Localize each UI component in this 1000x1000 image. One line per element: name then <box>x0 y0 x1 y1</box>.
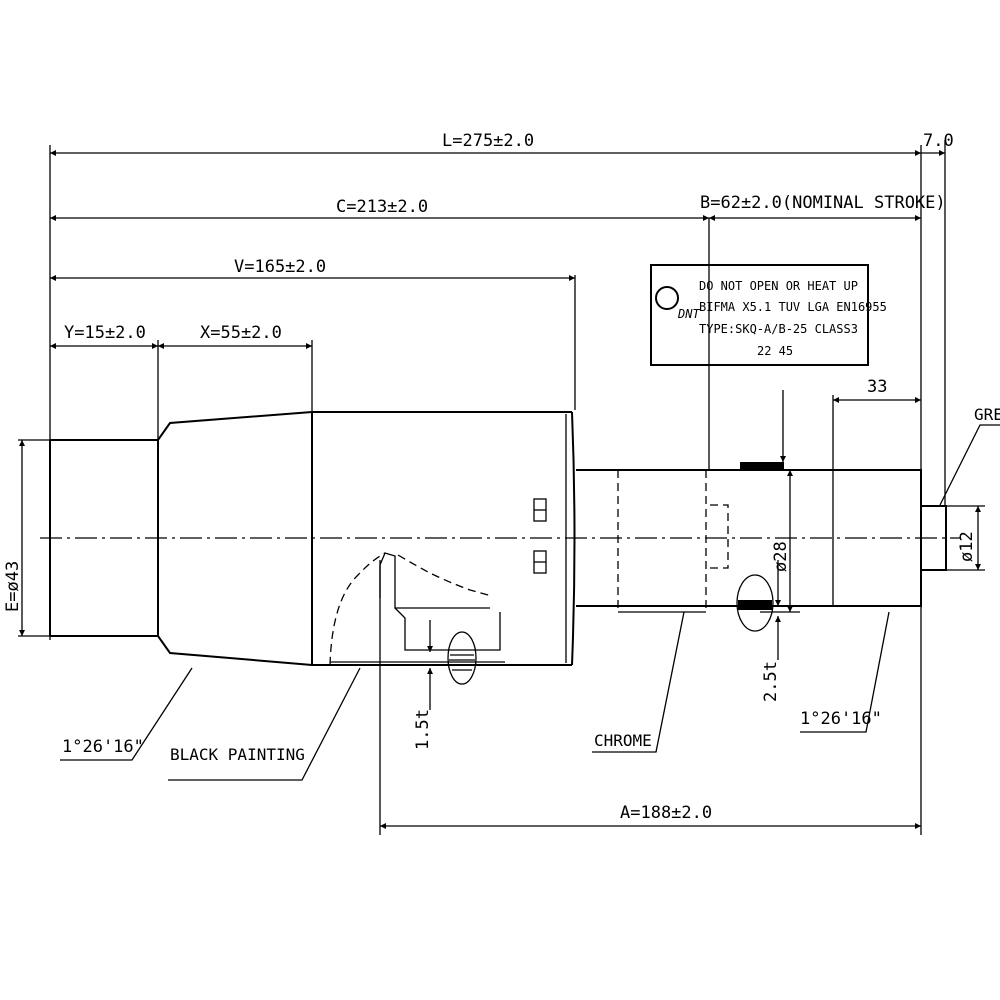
logo-text: DNT <box>677 307 700 321</box>
callout-chrome: CHROME <box>594 731 652 750</box>
dim-L: L=275±2.0 <box>442 131 534 151</box>
dim-X: X=55±2.0 <box>200 323 282 343</box>
dnt-logo-icon <box>655 286 679 310</box>
dimension-lines <box>19 150 981 829</box>
leader-lines <box>60 424 1000 781</box>
dim-B: B=62±2.0(NOMINAL STROKE) <box>700 193 946 213</box>
dim-V: V=165±2.0 <box>234 257 326 277</box>
dim-15t: 1.5t <box>413 709 433 750</box>
label-plate-marker <box>740 462 784 469</box>
dim-Y: Y=15±2.0 <box>64 323 146 343</box>
callout-black-painting: BLACK PAINTING <box>170 745 305 764</box>
dim-end-7: 7.0 <box>923 131 954 151</box>
dim-A: A=188±2.0 <box>620 803 712 823</box>
plate-line-1: DO NOT OPEN OR HEAT UP <box>699 279 858 293</box>
plate-line-2: BIFMA X5.1 TUV LGA EN16955 <box>699 300 887 314</box>
label-plate: DNT DO NOT OPEN OR HEAT UP BIFMA X5.1 TU… <box>650 264 887 366</box>
dim-E: E=ø43 <box>3 561 23 612</box>
plate-line-4: 22 45 <box>757 344 793 358</box>
taper-right: 1°26'16" <box>800 709 882 729</box>
dim-25t: 2.5t <box>761 661 781 702</box>
dim-12: ø12 <box>957 531 977 562</box>
dim-C: C=213±2.0 <box>336 197 428 217</box>
taper-left: 1°26'16" <box>62 737 144 757</box>
dim-33: 33 <box>867 377 887 397</box>
dim-28: ø28 <box>771 541 791 572</box>
plate-line-3: TYPE:SKQ-A/B-25 CLASS3 <box>699 322 858 336</box>
piston-tube <box>576 390 947 632</box>
callout-grease: GRE <box>974 405 1000 424</box>
cutaway-detail <box>329 552 505 685</box>
extension-lines <box>18 140 985 835</box>
